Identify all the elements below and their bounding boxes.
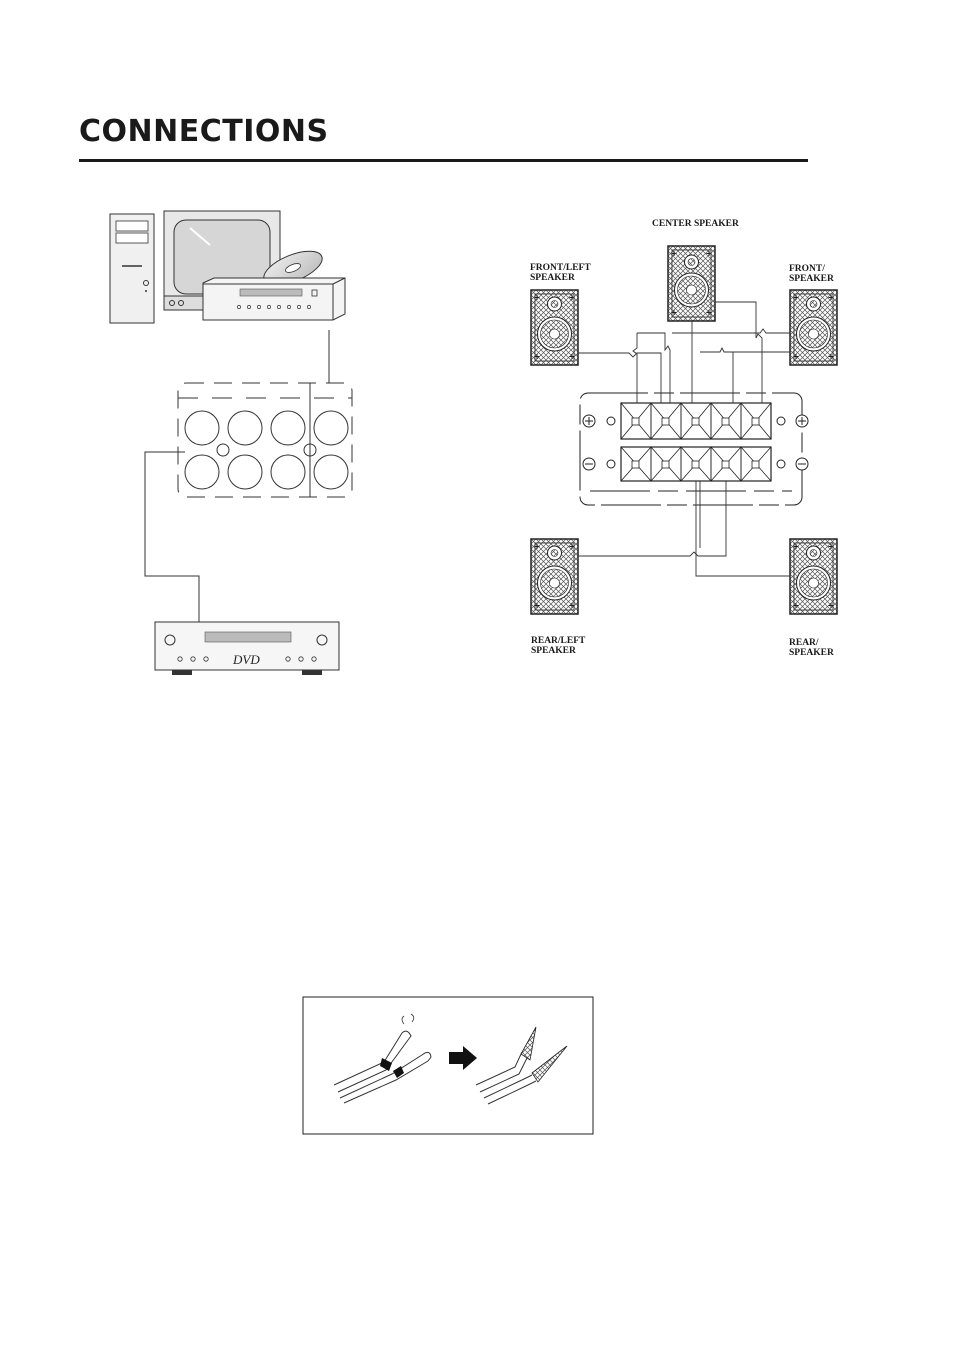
minus-symbol-left [583, 458, 595, 470]
front-left-speaker-icon [531, 290, 578, 365]
player-unit-icon [203, 278, 345, 320]
speaker-terminal-panel [580, 393, 808, 505]
wire-stripping-figure [303, 997, 593, 1134]
negative-terminal-row [621, 447, 771, 481]
plus-symbol-left [583, 415, 595, 427]
rear-left-label-line2: SPEAKER [531, 646, 576, 656]
rear-right-label-line1: REAR/ [789, 638, 819, 648]
rear-right-label-line2: SPEAKER [789, 648, 834, 658]
rear-left-label-line1: REAR/LEFT [531, 636, 586, 646]
rear-left-speaker-icon [531, 539, 578, 614]
rear-right-speaker-icon [790, 539, 837, 614]
unstripped-wire-icon [334, 1014, 431, 1103]
dvd-player-icon: DVD [155, 622, 339, 675]
front-left-label-line2: SPEAKER [530, 273, 575, 283]
positive-terminal-row [621, 403, 771, 439]
left-connection-diagram: DVD [110, 211, 352, 675]
plus-symbol-right [796, 415, 808, 427]
front-right-label-line2: SPEAKER [789, 274, 834, 284]
dvd-label: DVD [232, 652, 260, 667]
speaker-wiring-diagram: CENTER SPEAKER FRONT/LEFT SPEAKER FRONT/… [530, 219, 837, 658]
arrow-right-icon [449, 1046, 477, 1070]
audio-input-panel [178, 383, 352, 497]
cable-line [145, 452, 199, 622]
stripped-wire-icon [476, 1027, 567, 1104]
front-right-label-line1: FRONT/ [789, 264, 825, 274]
minus-symbol-right [796, 458, 808, 470]
front-left-label-line1: FRONT/LEFT [530, 263, 591, 273]
front-right-speaker-icon [790, 290, 837, 365]
center-speaker-icon [668, 246, 715, 321]
computer-tower-icon [110, 214, 154, 323]
center-speaker-label: CENTER SPEAKER [652, 219, 739, 229]
